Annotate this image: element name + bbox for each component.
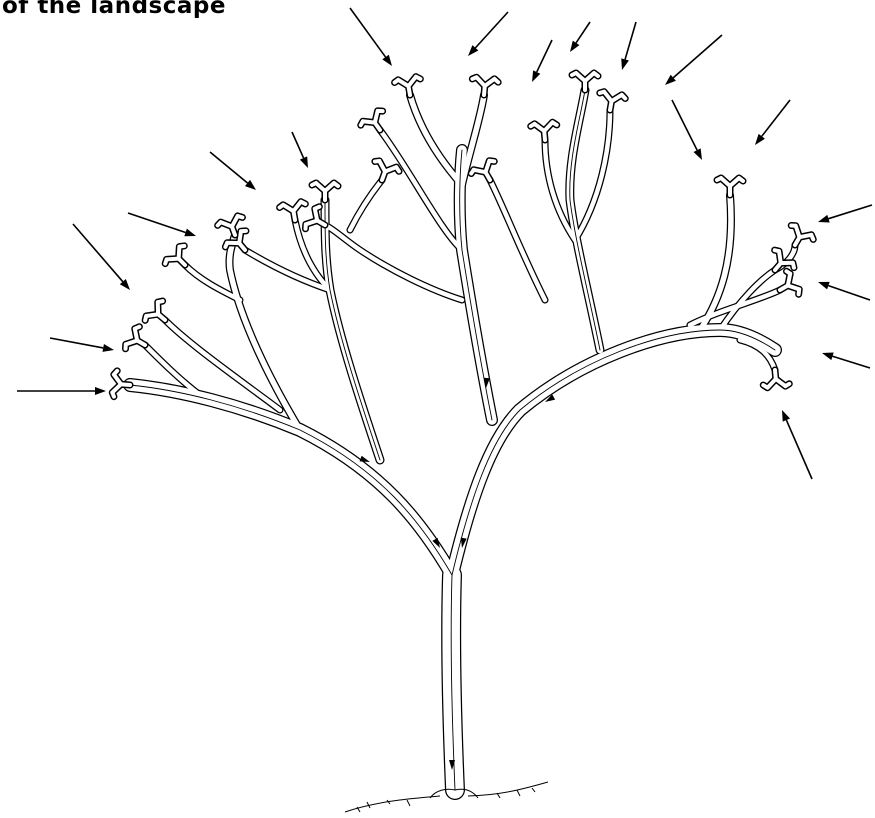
branch-tip — [762, 369, 789, 388]
flow-arrow-icon — [817, 278, 870, 300]
incoming-arrows — [17, 8, 872, 479]
flow-arrow-icon — [528, 40, 552, 84]
branch-tip — [394, 76, 423, 97]
flow-arrow-icon — [817, 205, 872, 226]
flow-arrow-icon — [210, 152, 259, 193]
branch-tip — [470, 159, 501, 187]
flow-arrow-icon — [292, 132, 312, 170]
flow-arrow-icon — [672, 100, 706, 162]
branch-tip — [279, 201, 308, 222]
branch-tip — [597, 91, 626, 112]
flow-arrow-icon — [50, 338, 115, 354]
branch-edge — [325, 200, 380, 460]
flow-arrow-icon — [465, 12, 508, 59]
flow-arrow-icon — [350, 8, 395, 68]
branch-tip — [312, 183, 338, 200]
flow-arrow-icon — [662, 35, 722, 88]
flow-arrow-icon — [778, 408, 812, 479]
branch-tip — [774, 270, 802, 301]
branch-tip — [471, 77, 498, 96]
branch-tip — [572, 73, 598, 90]
branch-tip — [784, 224, 815, 252]
branch-edge — [452, 330, 775, 575]
flow-arrow-icon — [128, 213, 197, 240]
branch-tip — [531, 122, 558, 141]
flow-arrow-icon — [17, 387, 106, 395]
branch-tip — [112, 371, 131, 398]
flow-arrow-icon — [821, 349, 870, 368]
flow-arrow-icon — [752, 100, 790, 147]
branch-edge — [325, 225, 462, 300]
tree-outline — [130, 90, 795, 790]
flow-arrow-icon — [618, 22, 636, 71]
flow-arrow-icon — [567, 22, 590, 54]
branch-tip — [717, 178, 743, 195]
flow-arrow-icon — [73, 224, 133, 293]
branch-tip — [370, 160, 400, 185]
